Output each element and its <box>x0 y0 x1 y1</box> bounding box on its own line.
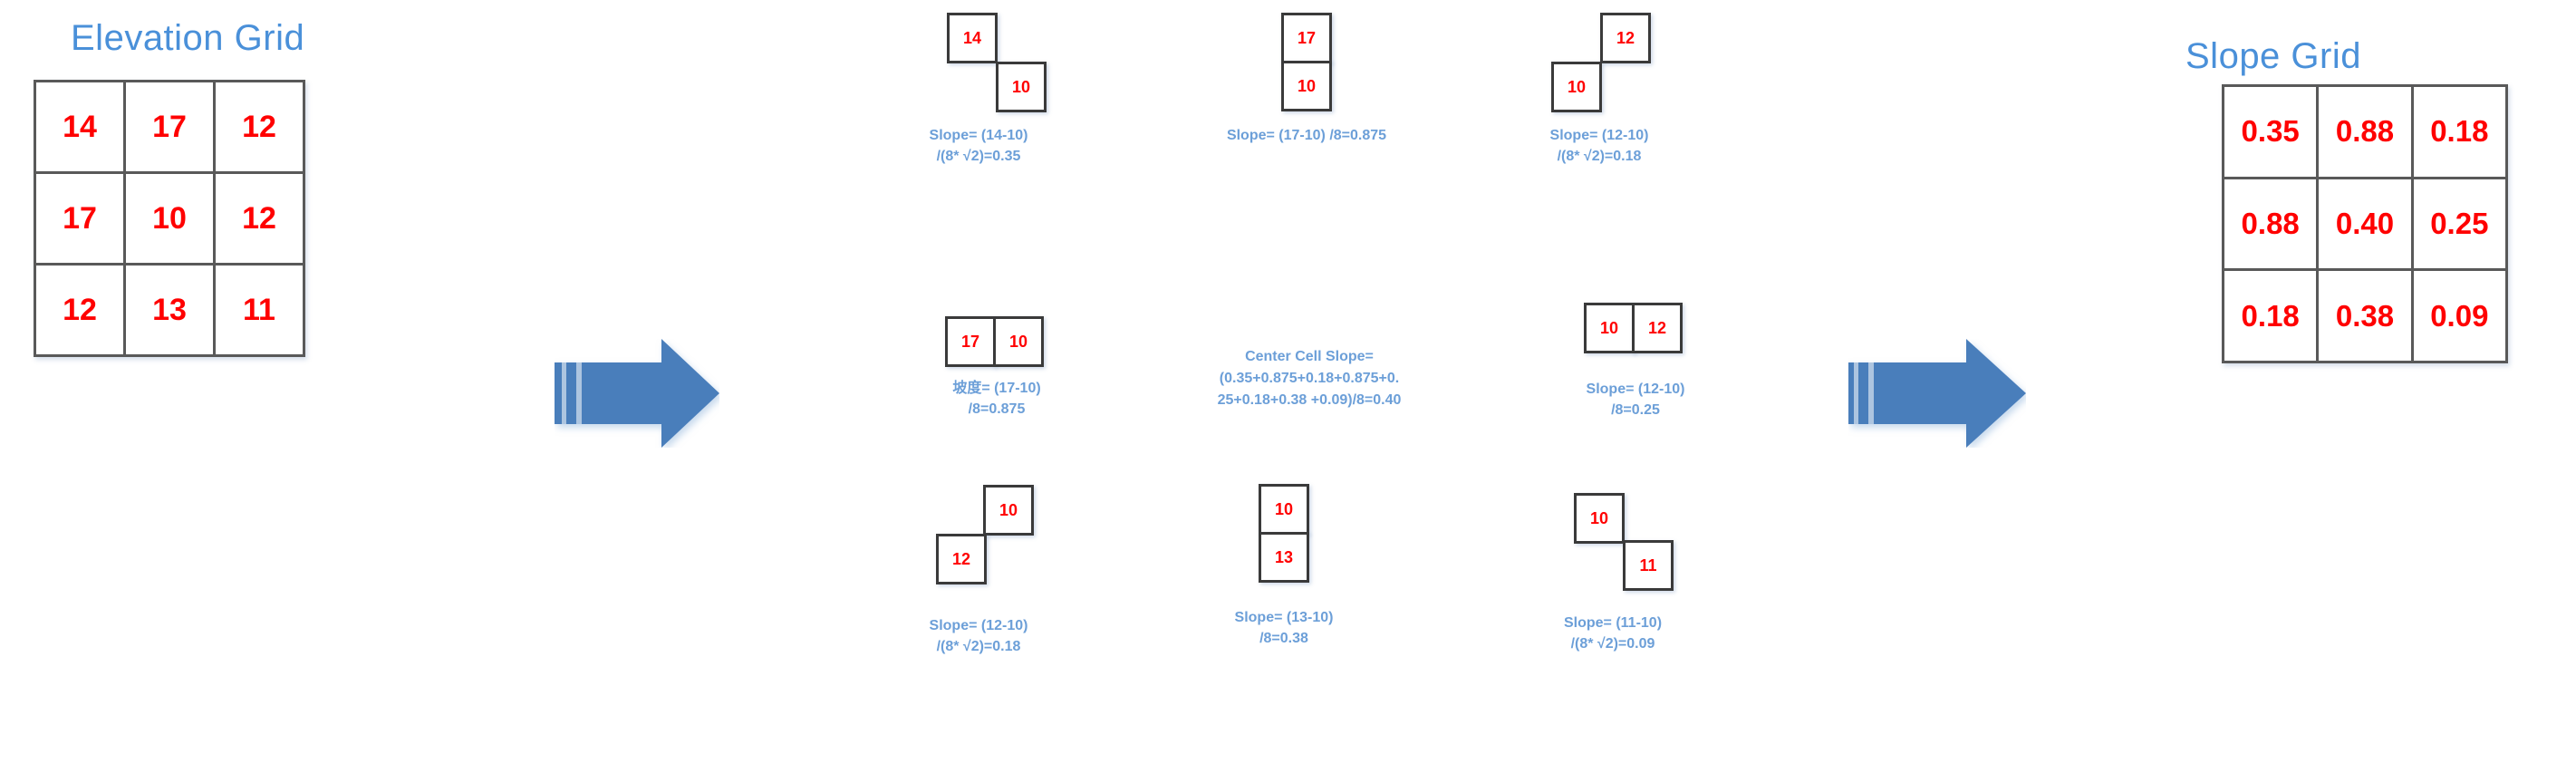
case-southeast-diagonal: 10 11 Slope= (11-10) /(8* √2)=0.09 <box>1500 489 1726 654</box>
elevation-cell-r2c2: 11 <box>216 266 303 354</box>
slope-cell-r2c2: 0.09 <box>2413 271 2505 361</box>
elevation-cell-r1c0: 17 <box>36 174 123 263</box>
mini-cell-w-a: 17 <box>945 316 996 367</box>
mini-cell-se-a: 10 <box>1574 493 1625 544</box>
elevation-cell-r2c1: 13 <box>126 266 213 354</box>
mini-cell-nw-b: 10 <box>996 62 1047 112</box>
elevation-cell-r0c2: 12 <box>216 82 303 171</box>
mini-cell-sw-a: 10 <box>983 485 1034 536</box>
process-arrow-2-icon <box>1848 339 2026 448</box>
mini-grid-s: 10 13 <box>1230 480 1338 587</box>
formula-southeast: Slope= (11-10) /(8* √2)=0.09 <box>1563 615 1663 652</box>
elevation-cell-r0c0: 14 <box>36 82 123 171</box>
mini-cell-ne-b: 10 <box>1551 62 1602 112</box>
mini-cell-n-b: 10 <box>1281 61 1332 111</box>
mini-cell-w-b: 10 <box>993 316 1044 367</box>
mini-cell-s-b: 13 <box>1259 532 1309 583</box>
slope-cell-r0c1: 0.88 <box>2319 87 2411 177</box>
formula-center-cell: Center Cell Slope= (0.35+0.875+0.18+0.87… <box>1217 349 1402 408</box>
elevation-grid: 14 17 12 17 10 12 12 13 11 <box>34 80 305 357</box>
formula-east: Slope= (12-10) /8=0.25 <box>1586 382 1685 419</box>
mini-grid-se: 10 11 <box>1554 489 1674 596</box>
formula-north: Slope= (17-10) /8=0.875 <box>1226 128 1387 143</box>
case-east-horizontal: 10 12 Slope= (12-10) /8=0.25 <box>1531 299 1740 420</box>
case-west-horizontal: 17 10 坡度= (17-10) /8=0.875 <box>892 313 1101 420</box>
slope-grid: 0.35 0.88 0.18 0.88 0.40 0.25 0.18 0.38 … <box>2222 84 2508 363</box>
mini-cell-s-a: 10 <box>1259 484 1309 535</box>
formula-west: 坡度= (17-10) /8=0.875 <box>952 381 1041 418</box>
mini-grid-w: 17 10 <box>943 313 1050 369</box>
mini-cell-e-b: 12 <box>1632 303 1683 353</box>
elevation-cell-r2c0: 12 <box>36 266 123 354</box>
slope-cell-r2c1: 0.38 <box>2319 271 2411 361</box>
case-south-vertical: 10 13 Slope= (13-10) /8=0.38 <box>1171 480 1397 649</box>
slope-cell-r0c0: 0.35 <box>2224 87 2317 177</box>
mini-grid-sw: 10 12 <box>920 485 1037 594</box>
elevation-cell-r0c1: 17 <box>126 82 213 171</box>
slope-cell-r1c1: 0.40 <box>2319 179 2411 269</box>
mini-grid-ne: 12 10 <box>1540 9 1658 116</box>
formula-southwest: Slope= (12-10) /(8* √2)=0.18 <box>929 618 1028 655</box>
mini-cell-ne-a: 12 <box>1600 13 1651 63</box>
mini-cell-sw-b: 12 <box>936 534 987 584</box>
mini-cell-e-a: 10 <box>1584 303 1635 353</box>
mini-cell-nw-a: 14 <box>947 13 998 63</box>
slope-cell-r1c2: 0.25 <box>2413 179 2505 269</box>
formula-south: Slope= (13-10) /8=0.38 <box>1234 610 1334 647</box>
mini-grid-n: 17 10 <box>1252 9 1361 116</box>
elevation-grid-title: Elevation Grid <box>71 18 305 58</box>
slope-cell-r0c2: 0.18 <box>2413 87 2505 177</box>
case-north-vertical: 17 10 Slope= (17-10) /8=0.875 <box>1171 9 1442 146</box>
slope-cell-r2c0: 0.18 <box>2224 271 2317 361</box>
case-northeast-diagonal: 12 10 Slope= (12-10) /(8* √2)=0.18 <box>1486 9 1713 167</box>
formula-northeast: Slope= (12-10) /(8* √2)=0.18 <box>1549 128 1649 165</box>
mini-cell-n-a: 17 <box>1281 13 1332 63</box>
formula-northwest: Slope= (14-10) /(8* √2)=0.35 <box>929 128 1028 165</box>
slope-grid-title: Slope Grid <box>2185 36 2361 76</box>
case-northwest-diagonal: 14 10 Slope= (14-10) /(8* √2)=0.35 <box>870 9 1087 167</box>
mini-cell-se-b: 11 <box>1623 540 1674 591</box>
case-southwest-diagonal: 10 12 Slope= (12-10) /(8* √2)=0.18 <box>865 485 1092 657</box>
elevation-cell-r1c2: 12 <box>216 174 303 263</box>
slope-cell-r1c0: 0.88 <box>2224 179 2317 269</box>
elevation-cell-r1c1: 10 <box>126 174 213 263</box>
case-center-cell: Center Cell Slope= (0.35+0.875+0.18+0.87… <box>1160 337 1459 411</box>
mini-grid-e: 10 12 <box>1582 299 1689 355</box>
mini-grid-nw: 14 10 <box>925 9 1047 116</box>
process-arrow-1-icon <box>555 339 719 448</box>
